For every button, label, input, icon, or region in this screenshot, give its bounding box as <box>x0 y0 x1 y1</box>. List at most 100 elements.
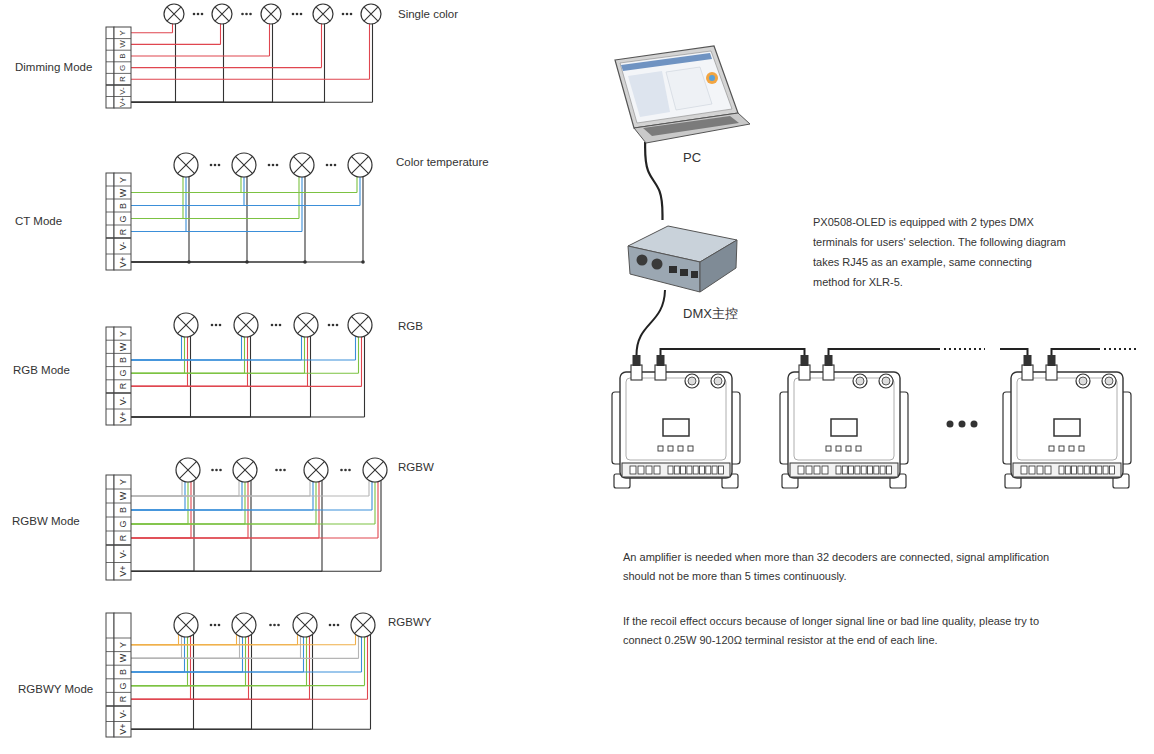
dmx-controller-node: DMX主控 <box>626 220 740 295</box>
lamp-symbol <box>351 613 375 637</box>
cable-connector <box>645 142 662 220</box>
wire <box>131 636 307 685</box>
wire <box>131 482 245 525</box>
decoder-drawing <box>780 355 908 488</box>
lamp-symbol <box>361 4 381 24</box>
terminal-label: R <box>119 76 127 82</box>
terminal-label: G <box>119 64 127 70</box>
dmx-cable <box>944 348 985 350</box>
lamp-symbol <box>164 4 184 24</box>
wiring-diagram <box>106 313 372 425</box>
terminal-label: R <box>118 228 127 235</box>
lamp-symbol <box>304 458 328 482</box>
wires <box>131 634 371 729</box>
lamp-symbol <box>293 613 317 637</box>
wire <box>131 482 188 525</box>
terminal-label: B <box>118 669 127 675</box>
wire <box>131 336 182 360</box>
terminal-divider <box>106 73 131 74</box>
wire <box>131 336 185 373</box>
wire <box>131 636 368 700</box>
lamp-type-label: RGBW <box>398 461 434 475</box>
pc-node: PC <box>612 42 750 142</box>
wire <box>131 636 359 659</box>
wire <box>131 336 245 373</box>
mode-label: RGBW Mode <box>12 515 80 529</box>
terminal-divider <box>106 254 131 255</box>
terminal-divider <box>106 199 131 200</box>
lamp-symbol <box>290 153 314 177</box>
lamp-symbol <box>232 613 256 637</box>
ellipsis-dots <box>241 13 252 16</box>
wire <box>131 634 371 729</box>
ellipsis-dots <box>326 164 337 167</box>
wire <box>131 23 370 79</box>
terminal-label: B <box>119 53 127 58</box>
wire <box>131 336 362 386</box>
ellipsis-dots <box>271 324 282 327</box>
terminal-divider <box>106 562 131 563</box>
wire <box>131 336 305 373</box>
wire <box>131 636 304 672</box>
wire <box>131 480 194 571</box>
wire <box>131 481 372 510</box>
terminal-label: B <box>118 357 127 363</box>
ellipsis-dots <box>292 13 303 16</box>
terminal-label: W <box>119 41 127 49</box>
wire <box>131 176 247 262</box>
terminal-label: V- <box>118 397 127 406</box>
terminal-label: G <box>118 520 127 527</box>
ellipsis-dots <box>329 624 340 627</box>
wire <box>131 636 188 685</box>
ellipsis-dots <box>193 13 204 16</box>
wire <box>131 176 189 262</box>
terminal-label: Y <box>118 176 127 182</box>
wire <box>131 636 246 685</box>
wire <box>131 480 381 571</box>
wire <box>131 23 173 32</box>
wire <box>131 177 360 206</box>
wire <box>131 336 359 373</box>
terminal-label: Y <box>118 642 127 648</box>
terminal-divider <box>106 212 131 213</box>
terminal-column <box>114 613 131 737</box>
dmx-cable <box>1104 348 1138 350</box>
terminal-label: Y <box>118 479 127 485</box>
lamp-type-label: RGBWY <box>388 616 431 630</box>
wire <box>131 636 301 659</box>
lamp-symbol <box>261 4 281 24</box>
terminal-divider <box>106 531 131 532</box>
wire <box>131 176 299 218</box>
mode-label: RGBWY Mode <box>18 683 93 697</box>
terminal-block <box>106 27 131 108</box>
ellipsis-dots <box>211 469 222 472</box>
terminal-column <box>106 613 114 737</box>
wire <box>131 23 373 102</box>
wire <box>131 636 182 659</box>
wire <box>131 23 221 44</box>
note-text: An amplifier is needed when more than 32… <box>623 548 1063 586</box>
terminal-column <box>114 475 131 580</box>
wire <box>131 336 251 417</box>
lamps <box>174 613 375 637</box>
terminal-label: R <box>118 696 127 703</box>
lamp-type-label: RGB <box>398 320 423 334</box>
ellipsis-dots <box>340 469 351 472</box>
lamp-symbol <box>348 313 372 337</box>
terminal-divider <box>106 225 131 226</box>
lamp-symbol <box>174 313 198 337</box>
wire <box>131 177 186 232</box>
terminal-block <box>106 327 131 425</box>
lamp-symbol <box>348 153 372 177</box>
terminal-column <box>106 327 114 425</box>
dmx-controller-drawing <box>628 226 737 355</box>
terminal-label: V+ <box>118 256 127 267</box>
ellipsis-dots <box>342 13 353 16</box>
wire <box>131 23 322 67</box>
wires <box>131 23 373 102</box>
mode-label: Dimming Mode <box>15 61 92 75</box>
terminal-label: R <box>118 535 127 542</box>
terminal-column <box>106 475 114 580</box>
wires <box>131 176 365 264</box>
